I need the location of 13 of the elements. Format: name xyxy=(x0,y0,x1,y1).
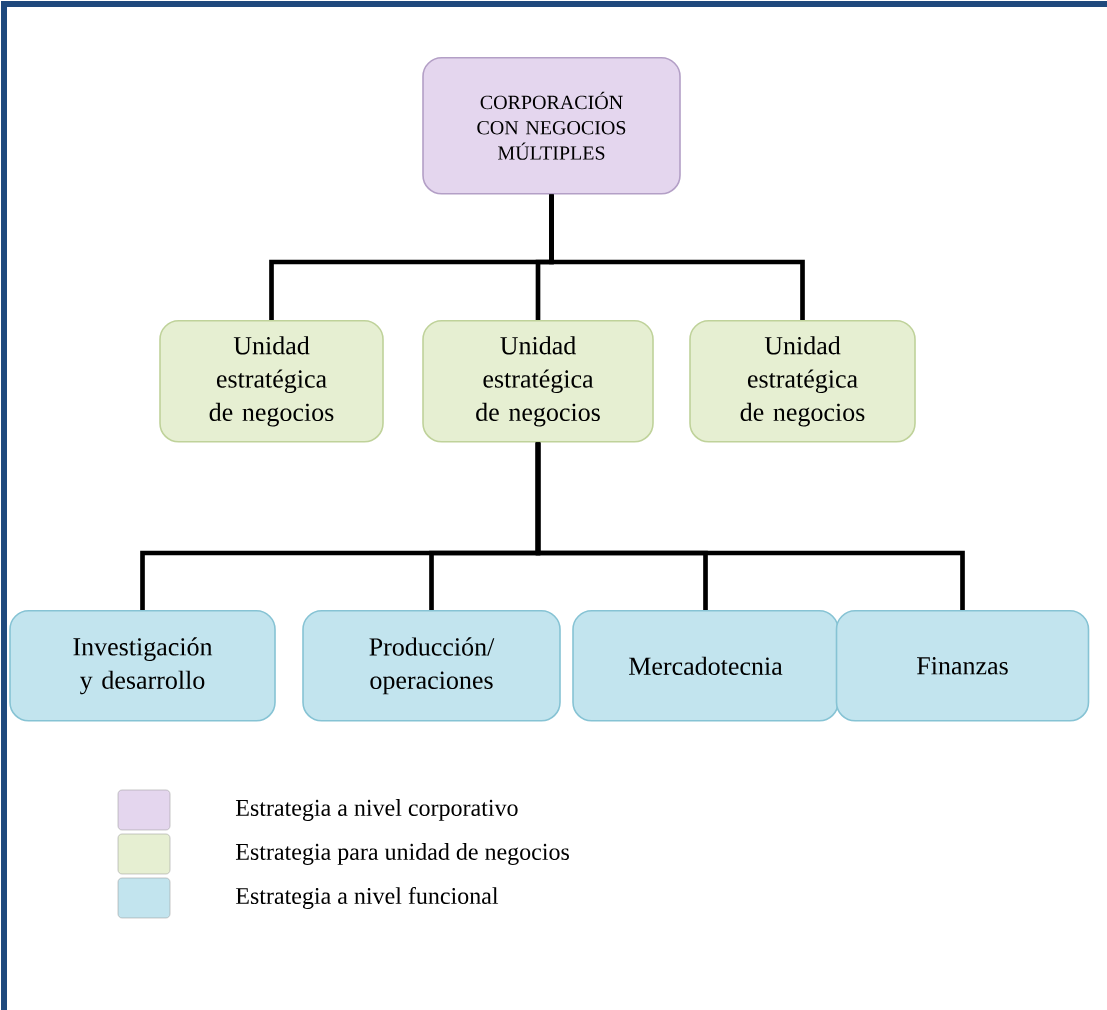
function-box: Producción/ operaciones xyxy=(302,610,561,722)
function-box: Finanzas xyxy=(835,610,1090,722)
legend-text: Estrategia para unidad de negocios xyxy=(235,843,569,865)
function-box: Investigación y desarrollo xyxy=(9,610,276,722)
function-box: Mercadotecnia xyxy=(572,610,839,722)
connector-line xyxy=(535,442,965,610)
business-unit-box: Unidad estratégica de negocios xyxy=(159,320,384,443)
business-unit-box: Unidad estratégica de negocios xyxy=(422,320,654,443)
corporation-box: CORPORACIÓN CON NEGOCIOS MÚLTIPLES xyxy=(422,57,681,195)
business-unit-box: Unidad estratégica de negocios xyxy=(689,320,916,443)
legend-text: Estrategia a nivel corporativo xyxy=(235,799,518,821)
legend-text: Estrategia a nivel funcional xyxy=(235,886,499,910)
connector-line xyxy=(549,194,805,320)
